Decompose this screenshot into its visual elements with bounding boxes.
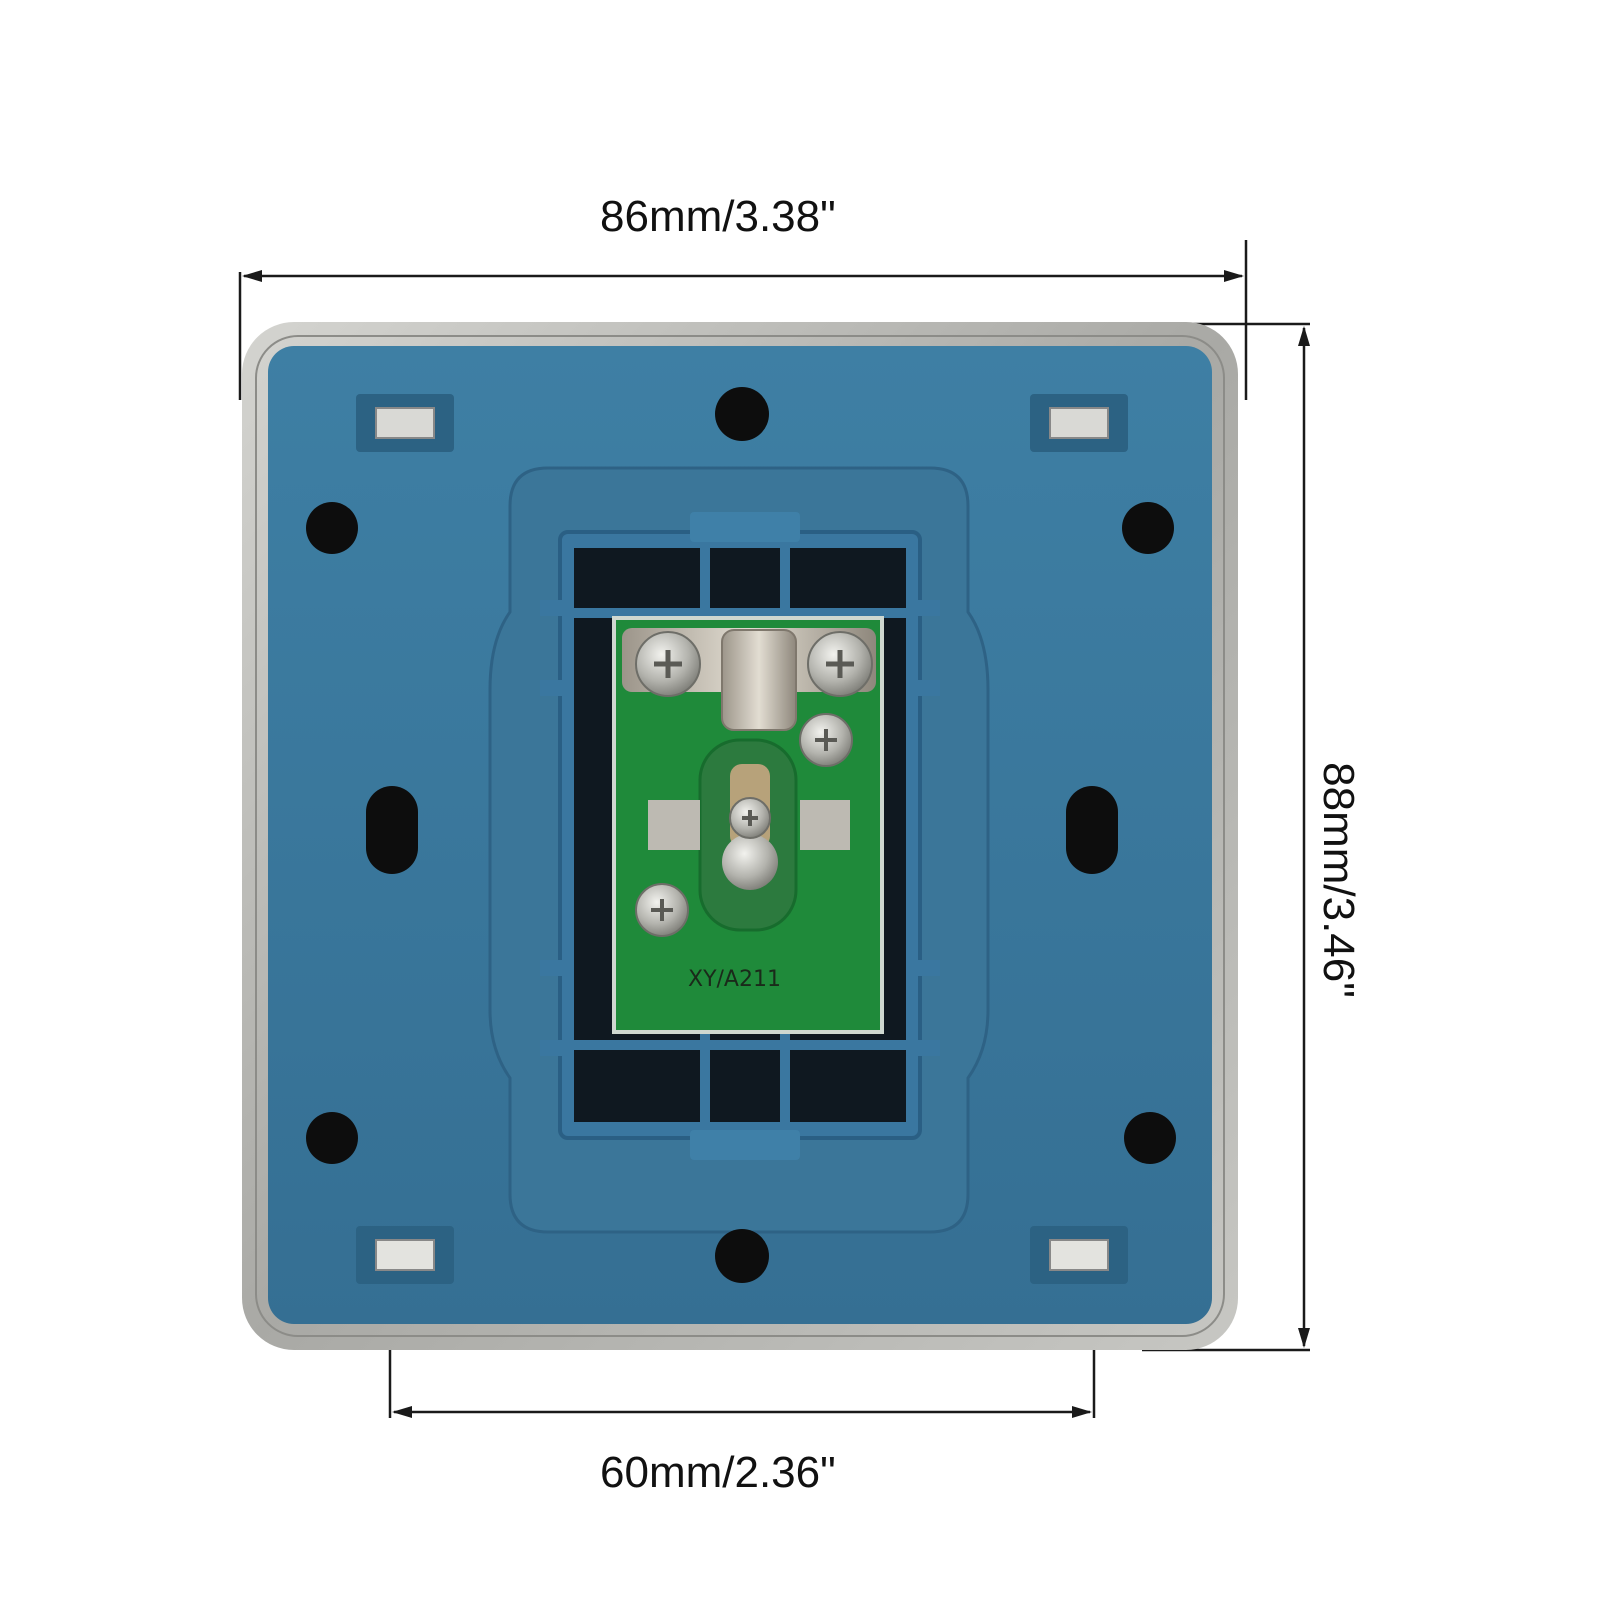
hole-bottom [715, 1229, 769, 1283]
slot-right [1066, 786, 1118, 874]
screw-icon [799, 713, 853, 767]
clip-bottom-left [356, 1226, 454, 1284]
clip-bottom-right [1030, 1226, 1128, 1284]
hole-left-upper [306, 502, 358, 554]
screw-icon [807, 631, 873, 697]
width-dimension-label: 86mm/3.38" [600, 192, 836, 241]
clip-top-right [1030, 394, 1128, 452]
screw-icon [635, 631, 701, 697]
screws [635, 631, 873, 937]
pcb-marking: XY/A211 [688, 967, 781, 992]
height-dimension-label: 88mm/3.46" [1314, 762, 1363, 998]
slot-left [366, 786, 418, 874]
hole-right-lower [1124, 1112, 1176, 1164]
mounting-clips [356, 394, 1128, 1284]
screw-icon [729, 797, 771, 839]
hole-left-lower [306, 1112, 358, 1164]
clip-top-left [356, 394, 454, 452]
hole-top [715, 387, 769, 441]
mounting-holes [306, 387, 1176, 1283]
hole-spacing-dimension-label: 60mm/2.36" [600, 1448, 836, 1497]
screw-icon [635, 883, 689, 937]
hole-right-upper [1122, 502, 1174, 554]
